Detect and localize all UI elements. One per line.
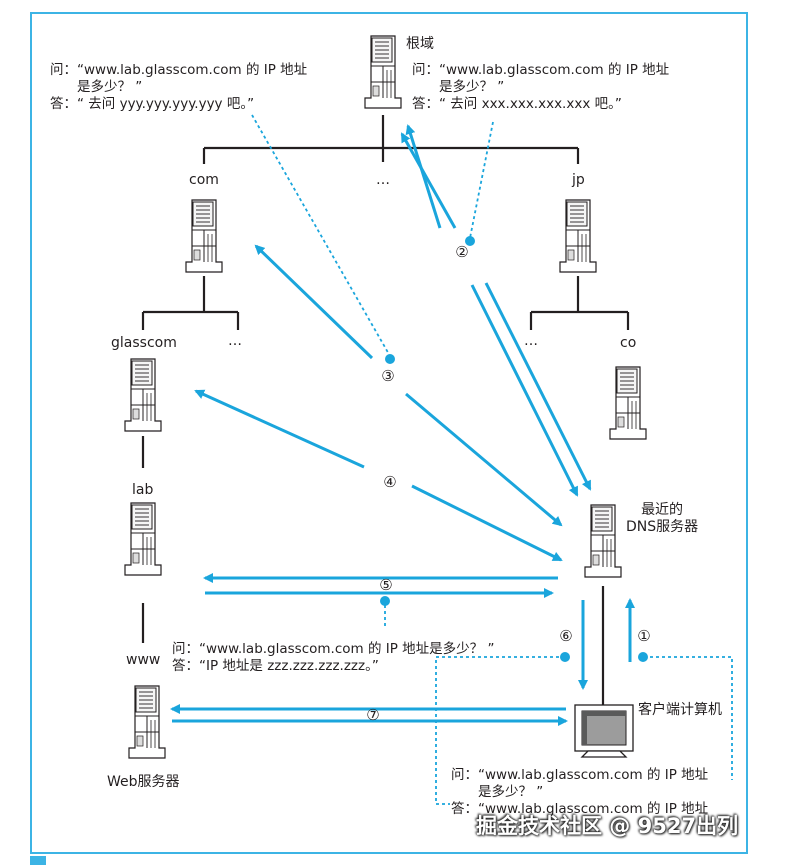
- step4-arrow-right: [411, 484, 563, 562]
- tree-lines: [141, 115, 630, 705]
- frame-corner-marker: [30, 856, 46, 865]
- step3-arrow-down: [405, 392, 563, 527]
- step2-request-arrow: [400, 132, 457, 229]
- step2-return-arrow-b: [484, 282, 592, 491]
- client-query-text: 问：“www.lab.glasscom.com 的 IP 地址 是多少？ ”: [451, 767, 709, 800]
- step-4-label: ④: [383, 473, 397, 491]
- lab-answer-text: 答：“IP 地址是 zzz.zzz.zzz.zzz。”: [172, 658, 379, 674]
- callout-dots: [380, 236, 648, 662]
- step-2-label: ②: [455, 243, 469, 261]
- co-server-icon: [609, 366, 647, 440]
- diagram-frame: [30, 12, 748, 854]
- web-server-label: Web服务器: [107, 774, 180, 790]
- dns-server-icon: [584, 504, 622, 578]
- lab-label: lab: [132, 482, 154, 498]
- step2-reply-arrow: [405, 124, 442, 229]
- dns-server-label: 最近的 DNS服务器: [626, 502, 699, 535]
- top-ellipsis-label: …: [376, 172, 390, 188]
- com-ellipsis-label: …: [228, 333, 242, 349]
- co-label: co: [620, 335, 637, 351]
- root-server-icon: [364, 35, 402, 109]
- glasscom-label: glasscom: [111, 335, 177, 351]
- callout-lines: [251, 114, 733, 805]
- lab-query-text: 问：“www.lab.glasscom.com 的 IP 地址是多少？ ”: [172, 641, 495, 657]
- glasscom-server-icon: [124, 358, 162, 432]
- root-query-text: 问：“www.lab.glasscom.com 的 IP 地址 是多少？ ”: [412, 62, 670, 95]
- watermark: 掘金技术社区 @ 9527出列: [476, 814, 739, 838]
- step-3-label: ③: [381, 367, 395, 385]
- step-1-label: ①: [637, 627, 651, 645]
- lab-server-icon: [124, 502, 162, 576]
- com-query-text: 问：“www.lab.glasscom.com 的 IP 地址 是多少？ ”: [50, 62, 308, 95]
- root-answer-text: 答：“ 去问 xxx.xxx.xxx.xxx 吧。”: [412, 96, 622, 112]
- jp-label: jp: [572, 172, 585, 188]
- step4-arrow-left: [194, 389, 365, 469]
- com-server-icon: [185, 199, 223, 273]
- web-server-icon: [128, 685, 166, 759]
- root-label: 根域: [406, 36, 434, 52]
- jp-server-icon: [559, 199, 597, 273]
- step-5-label: ⑤: [379, 576, 393, 594]
- www-label: www: [126, 652, 161, 668]
- step-7-label: ⑦: [366, 706, 380, 724]
- step-6-label: ⑥: [559, 627, 573, 645]
- com-answer-text: 答：“ 去问 yyy.yyy.yyy.yyy 吧。”: [50, 96, 255, 112]
- step3-arrow-up: [254, 244, 374, 360]
- step2-return-arrow-a: [470, 284, 579, 497]
- computer-icon: [574, 704, 634, 758]
- client-label: 客户端计算机: [638, 702, 722, 718]
- com-label: com: [189, 172, 219, 188]
- flow-arrows: [170, 124, 635, 726]
- jp-ellipsis-label: …: [524, 333, 538, 349]
- client-answer-text: 答：“www.lab.glasscom.com 的 IP 地址: [451, 801, 709, 817]
